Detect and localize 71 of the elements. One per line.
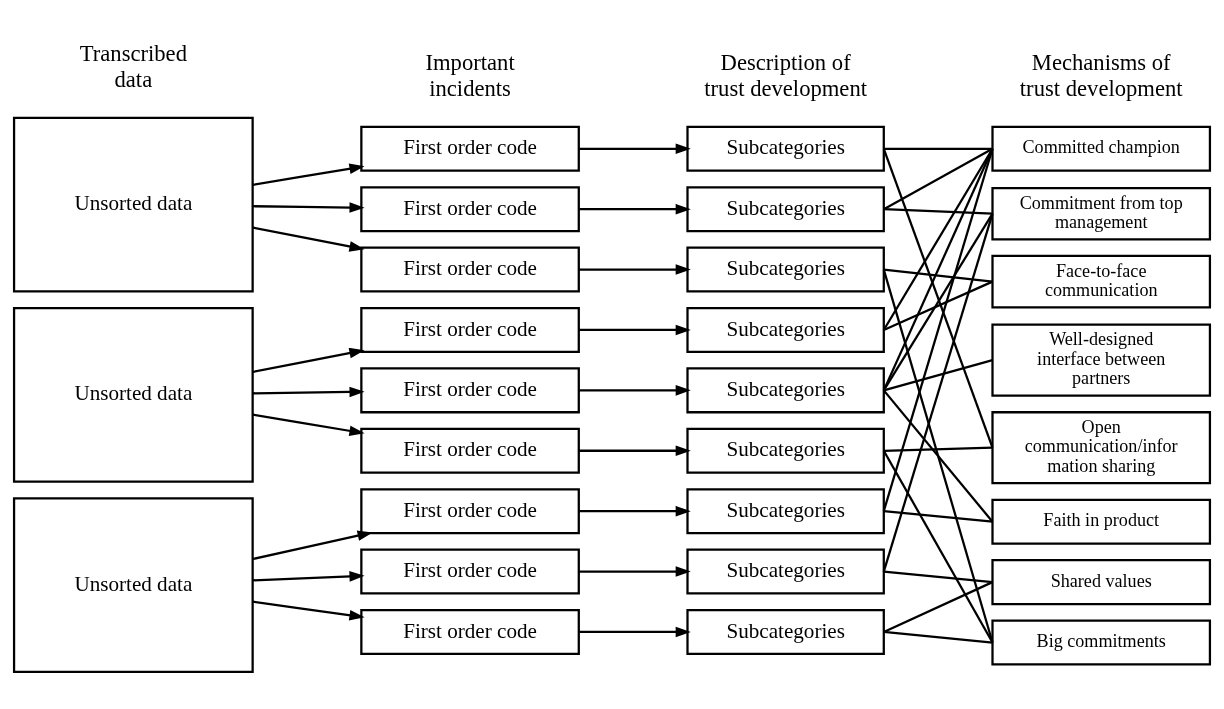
node-box: Unsorted data [12,306,254,483]
node-box: Subcategories [686,427,885,474]
node-box: Face-to-face communication [991,254,1212,309]
connector [882,148,994,512]
connector [882,213,994,572]
node-box: Subcategories [686,186,885,233]
node-box: Open communication/infor mation sharing [991,411,1212,485]
node-box: Subcategories [686,306,885,353]
arrow [252,163,365,186]
node-box: First order code [360,608,580,655]
connector [883,581,993,633]
node-box: Commitment from top management [991,186,1212,241]
node-box: First order code [360,548,580,595]
node-box: Subcategories [686,608,885,655]
arrow [579,203,691,215]
node-box: Subcategories [686,367,885,414]
node-box: Subcategories [686,246,885,293]
node-box: First order code [360,488,580,535]
arrow [579,264,691,275]
connector [883,208,993,215]
node-box: Unsorted data [12,497,254,674]
connector [882,269,994,643]
arrow [579,324,691,336]
label: Description of trust development [704,50,868,101]
label: Mechanisms of trust development [1019,50,1183,101]
node-box: Big commitments [991,619,1212,666]
arrow [252,571,365,582]
arrow [579,143,691,155]
connector [882,148,994,331]
arrow [252,530,373,561]
arrow [252,202,365,213]
node-box: Subcategories [686,488,885,535]
arrow [579,626,691,638]
node-box: First order code [360,246,580,293]
arrow [252,347,365,373]
connector [883,570,993,584]
connector [883,147,994,211]
connector [883,630,993,644]
arrow [252,600,365,621]
arrow [252,386,365,398]
connector [883,359,993,392]
arrow [579,505,691,517]
arrow [579,385,691,396]
arrow [252,226,365,252]
node-box: Unsorted data [12,116,254,293]
connector [883,268,993,283]
node-box: First order code [360,186,580,233]
arrow [579,566,691,577]
label: Transcribed data [79,41,187,92]
node-box: First order code [360,306,580,353]
node-box: First order code [360,125,580,172]
connector [882,213,994,391]
node-box: Faith in product [991,498,1212,545]
arrow [579,445,691,457]
connector [883,446,993,452]
node-box: Subcategories [686,125,885,172]
node-box: First order code [360,427,580,474]
node-box: Shared values [991,559,1212,606]
node-box: Committed champion [991,125,1212,172]
connector [882,148,994,391]
connector [882,389,994,523]
node-box: Subcategories [686,548,885,595]
node-box: First order code [360,367,580,414]
connector [882,450,994,644]
connector [883,147,993,150]
label: Important incidents [425,50,515,101]
connector [883,280,993,331]
connector [883,510,993,523]
arrow [252,413,365,437]
connector [882,148,994,449]
node-box: Well-designed interface between partners [991,323,1212,397]
